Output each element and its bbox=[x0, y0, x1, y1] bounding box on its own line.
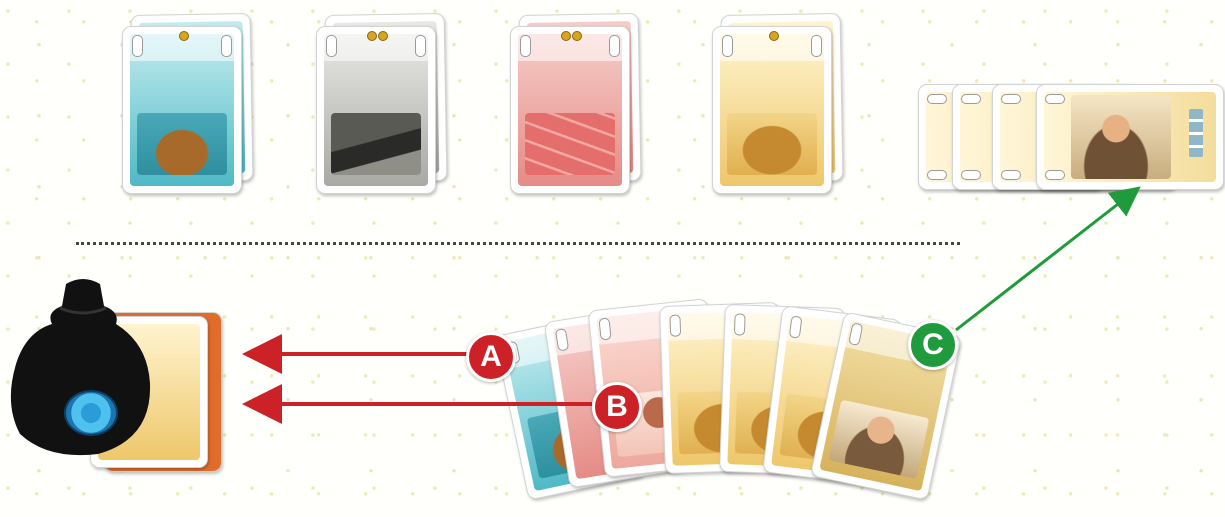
marker-a: A bbox=[466, 332, 516, 382]
coin-icon bbox=[378, 31, 388, 41]
coin-icon bbox=[367, 31, 377, 41]
arrow-c-icon bbox=[955, 186, 1141, 332]
coin-icon bbox=[179, 31, 189, 41]
divider-line bbox=[76, 242, 960, 245]
player-token-icon bbox=[64, 390, 118, 436]
stone-blocks-illustration bbox=[331, 113, 421, 175]
fish-card-top[interactable] bbox=[122, 26, 242, 194]
brick-illustration bbox=[525, 113, 615, 175]
played-character-card[interactable] bbox=[1036, 84, 1224, 190]
resource-icons bbox=[1189, 109, 1203, 157]
coin-icon bbox=[561, 31, 571, 41]
fish-basket-illustration bbox=[137, 113, 227, 175]
grain-card-top[interactable] bbox=[712, 26, 832, 194]
character-illustration bbox=[1071, 95, 1171, 179]
stone-card-top[interactable] bbox=[316, 26, 436, 194]
brick-card-top[interactable] bbox=[510, 26, 630, 194]
coin-icon bbox=[769, 31, 779, 41]
coin-icon bbox=[572, 31, 582, 41]
grain-sack-illustration bbox=[727, 113, 817, 175]
player-bag[interactable] bbox=[8, 274, 158, 460]
marker-c: C bbox=[908, 320, 958, 370]
marker-b: B bbox=[592, 382, 642, 432]
